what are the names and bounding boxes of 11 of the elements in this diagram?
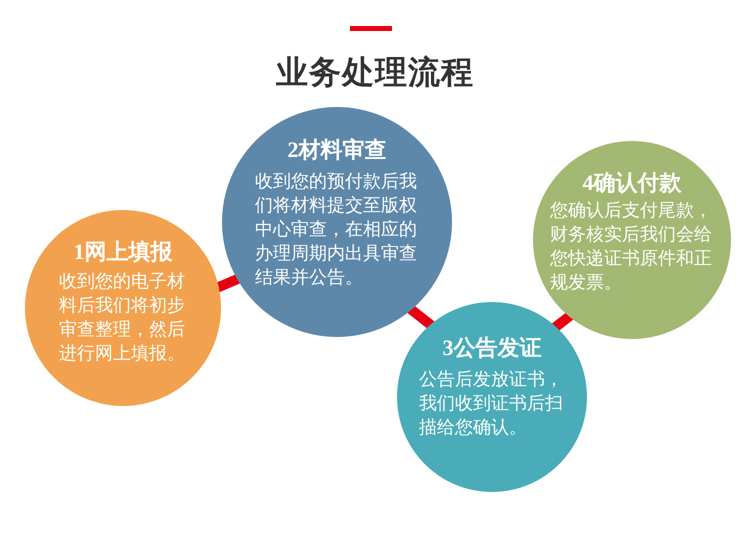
step-description: 公告后发放证书，我们收到证书后扫描给您确认。 xyxy=(419,368,564,440)
step-title: 4确认付款 xyxy=(582,169,682,197)
step-description: 您确认后支付尾款，财务核实后我们会给您快递证书原件和正规发票。 xyxy=(550,199,713,295)
step-title: 2材料审查 xyxy=(288,136,386,164)
step-description: 收到您的预付款后我们将材料提交至版权中心审查，在相应的办理周期内出具审查结果并公告。 xyxy=(255,170,418,290)
step-title: 1网上填报 xyxy=(74,238,172,266)
step-title: 3公告发证 xyxy=(442,334,542,362)
connector-line xyxy=(550,310,575,333)
step-description: 收到您的电子材料后我们将初步审查整理，然后进行网上填报。 xyxy=(59,270,186,366)
page-title: 业务处理流程 xyxy=(276,52,474,92)
connector-line xyxy=(406,304,436,330)
